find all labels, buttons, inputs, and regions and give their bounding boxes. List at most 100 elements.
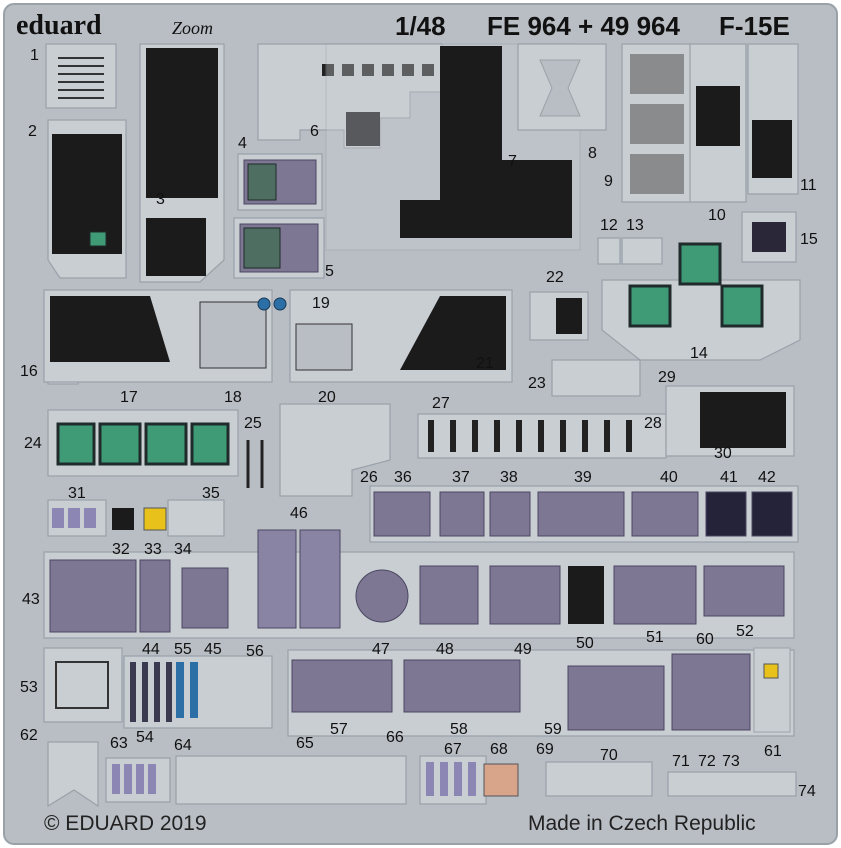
part-label-68: 68: [490, 741, 508, 758]
part-label-23: 23: [528, 375, 546, 392]
part-26-panel: [279, 403, 391, 497]
part-label-24: 24: [24, 435, 42, 452]
part-label-16: 16: [20, 363, 38, 380]
part-62-piece: [47, 741, 99, 808]
part-label-66: 66: [386, 729, 404, 746]
part-label-60: 60: [696, 631, 714, 648]
part-label-42: 42: [758, 469, 776, 486]
part-7-black-right: [496, 160, 572, 238]
part-36-panel: [373, 491, 431, 537]
part-20-panel: [295, 323, 353, 371]
part-40-panel: [631, 491, 699, 537]
part-label-56: 56: [246, 643, 264, 660]
part-label-34: 34: [174, 541, 192, 558]
part-label-27: 27: [432, 395, 450, 412]
part-2-black-panel: [52, 134, 122, 254]
part-label-6: 6: [310, 123, 319, 140]
part-label-50: 50: [576, 635, 594, 652]
part-label-61: 61: [764, 743, 782, 760]
part-label-15: 15: [800, 231, 818, 248]
grille-slots: [58, 57, 104, 99]
part-label-18: 18: [224, 389, 242, 406]
part-label-20: 20: [318, 389, 336, 406]
part-labels: 1 2 3 4 5 6 7 8 9 10 11 12 13 14 15 16 1…: [20, 47, 818, 800]
part-24-screen-2: [98, 422, 142, 466]
part-label-26: 26: [360, 469, 378, 486]
part-18-panel: [199, 301, 267, 369]
part-label-28: 28: [644, 415, 662, 432]
part-25-rods: [246, 440, 264, 488]
part-69-70-loops: [545, 761, 653, 797]
part-label-5: 5: [325, 263, 334, 280]
part-label-41: 41: [720, 469, 738, 486]
part-50-panel: [568, 566, 604, 624]
part-12-switch: [597, 237, 621, 265]
part-label-32: 32: [112, 541, 130, 558]
part-label-43: 43: [22, 591, 40, 608]
part-4-screen: [247, 163, 277, 201]
part-60-panel: [671, 653, 751, 731]
part-label-31: 31: [68, 485, 86, 502]
part-label-63: 63: [110, 735, 128, 752]
part-42-panel: [751, 491, 793, 537]
part-37-panel: [439, 491, 485, 537]
part-label-72: 72: [698, 753, 716, 770]
part-5-screen: [243, 227, 281, 269]
part-label-45: 45: [204, 641, 222, 658]
part-45-panel: [181, 567, 229, 629]
part-38-panel: [489, 491, 531, 537]
part-14-screen-right: [720, 284, 764, 328]
part-43-panel: [49, 559, 137, 633]
part-55-belts: [176, 662, 198, 718]
brand-zoom-logo: Zoom: [172, 18, 213, 38]
part-63-pads: [112, 764, 156, 794]
part-label-48: 48: [436, 641, 454, 658]
part-label-8: 8: [588, 145, 597, 162]
part-47-gauge: [355, 569, 409, 623]
part-17-black: [50, 296, 170, 362]
part-label-65: 65: [296, 735, 314, 752]
catalog-number: FE 964 + 49 964: [487, 11, 681, 41]
part-58-panel: [403, 659, 521, 713]
part-41-panel: [705, 491, 747, 537]
part-49-panel: [489, 565, 561, 625]
part-label-39: 39: [574, 469, 592, 486]
part-67-pads: [426, 762, 476, 796]
part-label-33: 33: [144, 541, 162, 558]
part-label-10: 10: [708, 207, 726, 224]
part-23-loops: [551, 359, 641, 397]
part-label-52: 52: [736, 623, 754, 640]
part-9-dots: [630, 54, 684, 194]
part-24-screen-1: [56, 422, 96, 466]
part-label-3: 3: [156, 191, 165, 208]
part-label-7: 7: [508, 153, 517, 170]
part-label-1: 1: [30, 47, 39, 64]
part-label-55: 55: [174, 641, 192, 658]
copyright-text: © EDUARD 2019: [44, 812, 207, 835]
part-label-11: 11: [800, 177, 817, 194]
part-label-12: 12: [600, 217, 618, 234]
part-label-4: 4: [238, 135, 247, 152]
part-label-57: 57: [330, 721, 348, 738]
part-label-46: 46: [290, 505, 308, 522]
part-57-panel: [291, 659, 393, 713]
aircraft-name: F-15E: [719, 11, 790, 41]
part-label-29: 29: [658, 369, 676, 386]
part-71-74-strip: [667, 771, 797, 797]
part-label-9: 9: [604, 173, 613, 190]
part-3-black-panel: [146, 48, 218, 198]
part-46-panel-right: [299, 529, 341, 629]
part-label-22: 22: [546, 269, 564, 286]
part-21-black: [400, 296, 506, 370]
part-13-switch: [621, 237, 663, 265]
part-8-cutout: [539, 59, 581, 117]
part-label-40: 40: [660, 469, 678, 486]
part-label-67: 67: [444, 741, 462, 758]
part-15-panel: [752, 222, 786, 252]
part-24-screen-3: [144, 422, 188, 466]
part-59-panel: [567, 665, 665, 731]
part-68-panel: [483, 763, 519, 797]
part-32-chip: [112, 508, 134, 530]
part-7-black-upper: [400, 46, 502, 238]
